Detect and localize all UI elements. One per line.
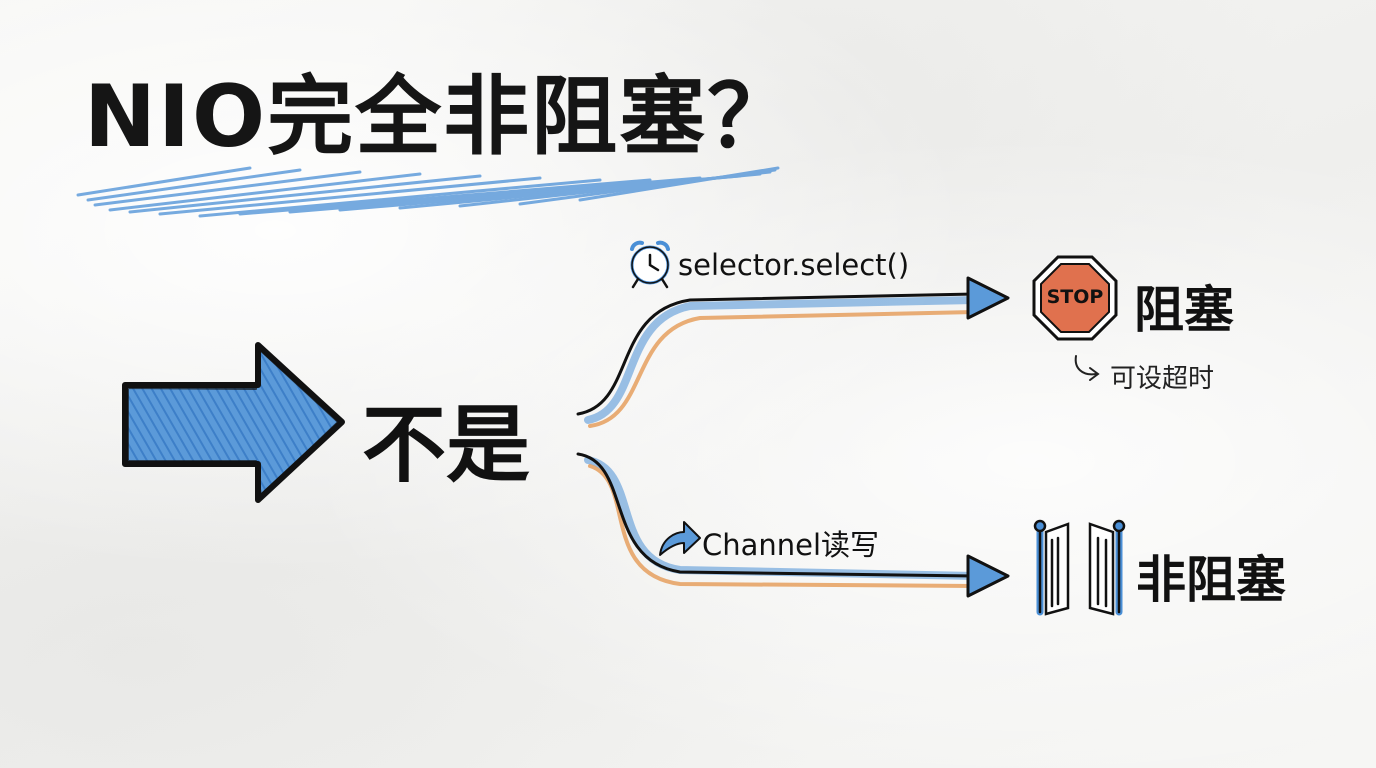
blocking-result-label: 阻塞 bbox=[1134, 281, 1234, 339]
nonblocking-result-label: 非阻塞 bbox=[1136, 551, 1286, 609]
timeout-note: 可设超时 bbox=[1110, 364, 1215, 394]
stop-sign-text: STOP bbox=[1046, 286, 1104, 308]
channel-operation-label: Channel读写 bbox=[702, 528, 880, 562]
page-title: NIO完全非阻塞？ bbox=[84, 67, 796, 167]
answer-label: 不是 bbox=[362, 396, 531, 494]
select-operation-label: selector.select() bbox=[678, 248, 910, 282]
